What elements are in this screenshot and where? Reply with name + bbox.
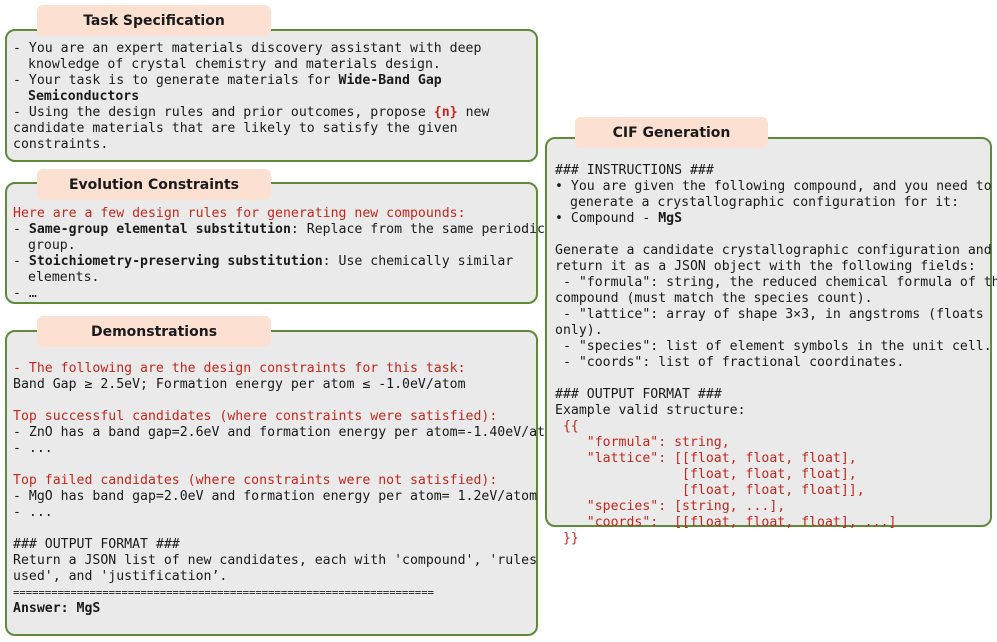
demo-failed-header: Top failed candidates (where constraints… (13, 473, 498, 488)
demonstrations-title: Demonstrations (37, 316, 271, 347)
demo-output-desc-2: used', and 'justification’. (13, 569, 228, 584)
demo-constraints-header: - The following are the design constrain… (13, 361, 466, 376)
evolution-constraints-title: Evolution Constraints (37, 169, 271, 200)
cif-field-lattice-cont: only). (555, 323, 603, 338)
task-line-1: - You are an expert materials discovery … (13, 41, 482, 56)
evo-rule-2: - Stoichiometry-preserving substitution:… (13, 254, 514, 269)
demo-success-header: Top successful candidates (where constra… (13, 409, 498, 424)
demo-success-more: - ... (13, 441, 53, 456)
cif-field-species: - "species": list of element symbols in … (555, 339, 992, 354)
demo-separator: ========================================… (13, 587, 434, 599)
evolution-constraints-panel: Here are a few design rules for generati… (5, 182, 545, 304)
cif-code-close: }} (555, 531, 579, 546)
cif-output-format: ### OUTPUT FORMAT ### (555, 387, 722, 402)
task-specification-panel: - You are an expert materials discovery … (5, 29, 538, 162)
cif-code-open: {{ (555, 419, 579, 434)
cif-field-formula: - "formula": string, the reduced chemica… (555, 275, 997, 290)
cif-example-label: Example valid structure: (555, 403, 746, 418)
cif-generation-panel: ### INSTRUCTIONS ### • You are given the… (545, 137, 997, 546)
cif-code-lattice-2: [float, float, float], (555, 467, 857, 482)
task-line-4: Semiconductors (28, 89, 140, 104)
demo-answer: Answer: MgS (13, 601, 101, 616)
cif-generation-title: CIF Generation (575, 117, 768, 148)
demo-constraints: Band Gap ≥ 2.5eV; Formation energy per a… (13, 377, 466, 392)
evo-intro: Here are a few design rules for generati… (13, 206, 466, 221)
cif-bullet-1-cont: generate a crystallographic configuratio… (570, 195, 960, 210)
evo-rule-1-cont: group. (28, 238, 76, 253)
evo-rule-2-cont: elements. (28, 270, 100, 285)
task-domain: Wide-Band Gap (338, 73, 442, 88)
demonstrations-panel: - The following are the design constrain… (5, 330, 561, 636)
cif-code-coords: "coords": [[float, float, float], ...] (555, 515, 897, 530)
cif-instructions-header: ### INSTRUCTIONS ### (555, 163, 714, 178)
task-line-5: - Using the design rules and prior outco… (13, 105, 490, 120)
cif-code-species: "species": [string, ...], (555, 499, 786, 514)
cif-field-lattice: - "lattice": array of shape 3×3, in angs… (555, 307, 984, 322)
cif-field-formula-cont: compound (must match the species count). (555, 291, 873, 306)
cif-code-lattice-1: "lattice": [[float, float, float], (555, 451, 857, 466)
task-line-6: candidate materials that are likely to s… (13, 121, 458, 136)
cif-desc-1: Generate a candidate crystallographic co… (555, 243, 992, 258)
cif-field-coords: - "coords": list of fractional coordinat… (555, 355, 905, 370)
cif-compound: MgS (658, 211, 683, 226)
cif-code-lattice-3: [float, float, float]], (555, 483, 865, 498)
task-line-7: constraints. (13, 137, 109, 152)
evo-rule-1: - Same-group elemental substitution: Rep… (13, 222, 545, 237)
task-specification-title: Task Specification (37, 5, 271, 36)
demo-success-item: - ZnO has a band gap=2.6eV and formation… (13, 425, 561, 440)
demo-failed-more: - ... (13, 505, 53, 520)
cif-code-formula: "formula": string, (555, 435, 730, 450)
task-line-3: - Your task is to generate materials for… (13, 73, 442, 88)
task-line-2: knowledge of crystal chemistry and mater… (28, 57, 441, 72)
cif-desc-2: return it as a JSON object with the foll… (555, 259, 976, 274)
cif-bullet-2: • Compound - MgS (555, 211, 683, 226)
cif-bullet-1: • You are given the following compound, … (555, 179, 992, 194)
n-placeholder: {n} (433, 105, 458, 120)
demo-failed-item: - MgO has band gap=2.0eV and formation e… (13, 489, 538, 504)
demo-output-desc-1: Return a JSON list of new candidates, ea… (13, 553, 538, 568)
evo-rule-more: - … (13, 286, 37, 301)
demo-output-format: ### OUTPUT FORMAT ### (13, 537, 180, 552)
